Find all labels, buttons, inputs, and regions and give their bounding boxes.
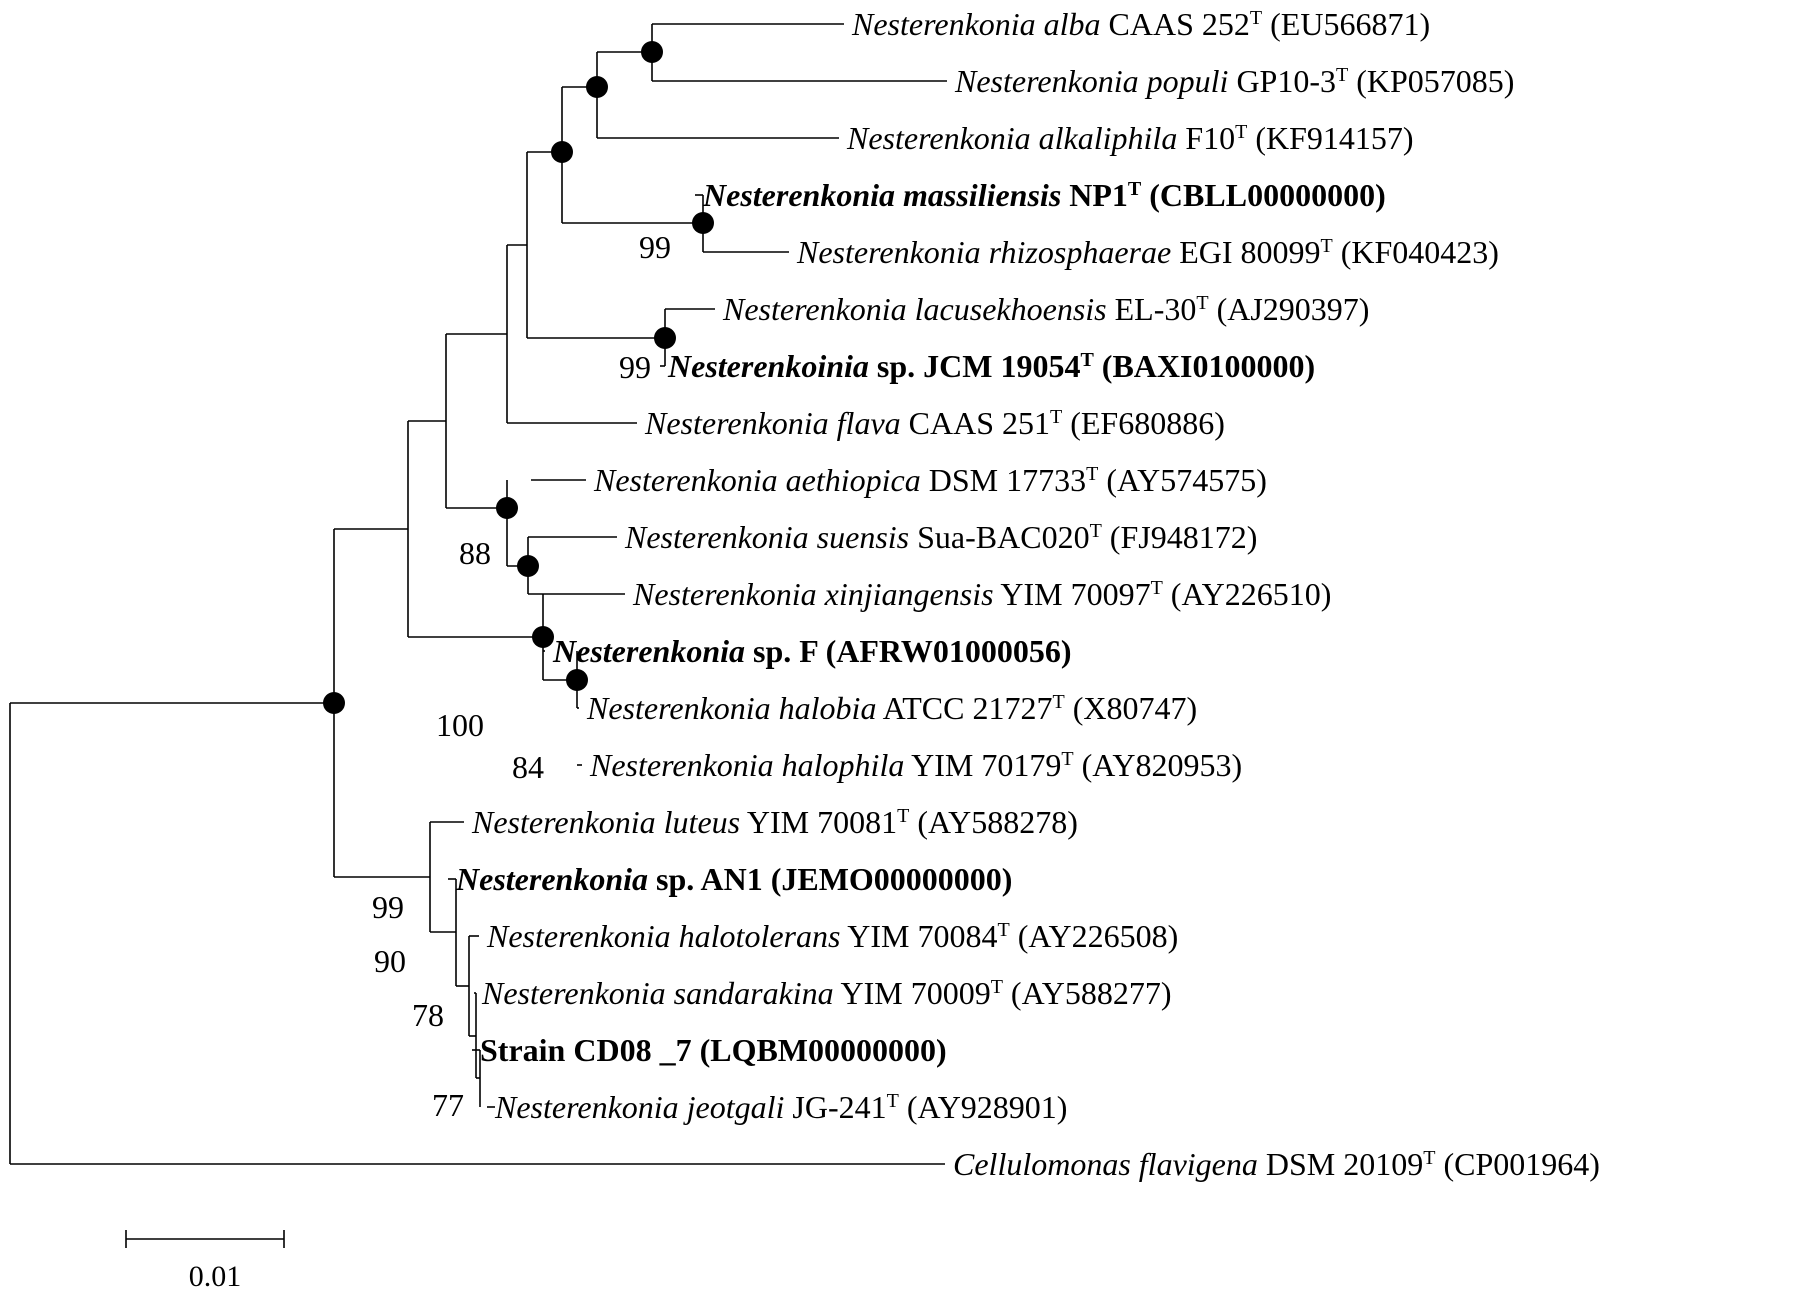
leaf-label: Nesterenkonia suensis Sua-BAC020T (FJ948…	[624, 519, 1257, 555]
bootstrap-value: 77	[432, 1087, 464, 1123]
leaf-label: Nesterenkonia halobia ATCC 21727T (X8074…	[586, 690, 1197, 726]
leaf-label: Nesterenkonia lacusekhoensis EL-30T (AJ2…	[722, 291, 1369, 327]
scale-bar: 0.01	[125, 1230, 285, 1289]
leaf-label: Strain CD08 _7 (LQBM00000000)	[480, 1032, 947, 1068]
bootstrap-value: 99	[619, 349, 651, 385]
leaf-label: Nesterenkonia jeotgali JG-241T (AY928901…	[494, 1089, 1067, 1125]
leaf-label: Nesterenkonia massiliensis NP1T (CBLL000…	[702, 177, 1386, 213]
bootstrap-value: 99	[639, 229, 671, 265]
leaf-label: Nesterenkonia luteus YIM 70081T (AY58827…	[471, 804, 1078, 840]
node-dot	[551, 141, 573, 163]
leaf-label: Nesterenkonia sp. AN1 (JEMO00000000)	[455, 861, 1012, 897]
bootstrap-value: 99	[372, 889, 404, 925]
node-dot	[517, 555, 539, 577]
node-dot	[586, 76, 608, 98]
bootstrap-value: 78	[412, 997, 444, 1033]
leaf-label: Nesterenkonia alkaliphila F10T (KF914157…	[846, 120, 1414, 156]
leaf-labels: Nesterenkonia alba CAAS 252T (EU566871) N…	[455, 6, 1600, 1182]
leaf-label: Nesterenkonia aethiopica DSM 17733T (AY5…	[593, 462, 1267, 498]
leaf-label: Cellulomonas flavigena DSM 20109T (CP001…	[953, 1146, 1600, 1182]
leaf-label: Nesterenkonia sp. F (AFRW01000056)	[552, 633, 1072, 669]
bootstrap-value: 100	[436, 707, 484, 743]
leaf-label: Nesterenkoinia sp. JCM 19054T (BAXI01000…	[667, 348, 1315, 384]
bootstrap-value: 90	[374, 943, 406, 979]
node-dot	[692, 212, 714, 234]
node-dot	[566, 669, 588, 691]
node-dot	[641, 41, 663, 63]
node-dot	[654, 327, 676, 349]
bootstrap-value: 84	[512, 749, 544, 785]
tree-nodes	[323, 41, 714, 714]
scale-bar-label: 0.01	[189, 1260, 242, 1289]
leaf-label: Nesterenkonia rhizosphaerae EGI 80099T (…	[796, 234, 1499, 270]
node-dot	[323, 692, 345, 714]
leaf-label: Nesterenkonia halophila YIM 70179T (AY82…	[589, 747, 1242, 783]
leaf-label: Nesterenkonia alba CAAS 252T (EU566871)	[851, 6, 1430, 42]
leaf-label: Nesterenkonia flava CAAS 251T (EF680886)	[644, 405, 1225, 441]
leaf-label: Nesterenkonia populi GP10-3T (KP057085)	[954, 63, 1514, 99]
node-dot	[532, 626, 554, 648]
leaf-label: Nesterenkonia sandarakina YIM 70009T (AY…	[481, 975, 1172, 1011]
node-dot	[496, 497, 518, 519]
leaf-label: Nesterenkonia halotolerans YIM 70084T (A…	[486, 918, 1178, 954]
bootstrap-value: 88	[459, 535, 491, 571]
leaf-label: Nesterenkonia xinjiangensis YIM 70097T (…	[632, 576, 1331, 612]
